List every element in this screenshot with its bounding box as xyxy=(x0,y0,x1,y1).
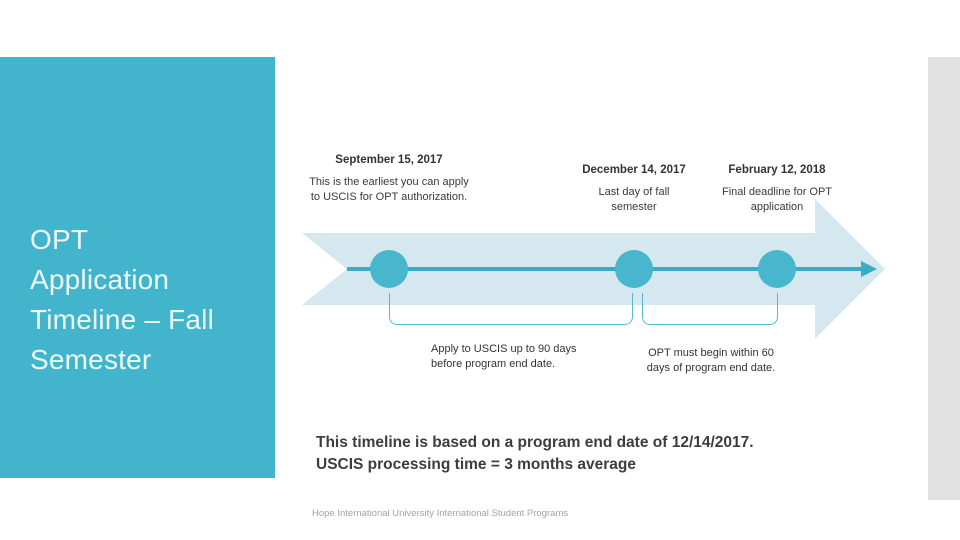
milestone-description: Final deadline for OPT application xyxy=(721,186,833,213)
milestone-description: This is the earliest you can apply to US… xyxy=(309,176,469,203)
milestone-date: February 12, 2018 xyxy=(728,164,826,176)
note-line-2: USCIS processing time = 3 months average xyxy=(316,455,637,473)
timeline-line-arrowhead-icon xyxy=(861,261,877,277)
bracket-label-begin-window: OPT must begin within 60 days of program… xyxy=(646,347,776,374)
right-gray-bar xyxy=(928,57,960,500)
title-line-1: OPT xyxy=(30,224,89,255)
milestone-dot-february xyxy=(758,250,796,288)
title-panel: OPT Application Timeline – Fall Semester xyxy=(0,57,275,478)
milestone-february: February 12, 2018 Final deadline for OPT… xyxy=(714,162,840,215)
milestone-date: December 14, 2017 xyxy=(582,164,686,176)
title-line-4: Semester xyxy=(30,344,152,375)
bracket-begin-window xyxy=(642,293,778,325)
milestone-december: December 14, 2017 Last day of fall semes… xyxy=(582,162,686,215)
note-text: This timeline is based on a program end … xyxy=(316,432,754,475)
milestone-september: September 15, 2017 This is the earliest … xyxy=(307,152,471,205)
milestone-description: Last day of fall semester xyxy=(598,186,670,213)
slide-title: OPT Application Timeline – Fall Semester xyxy=(30,220,214,380)
milestone-dot-december xyxy=(615,250,653,288)
timeline-band-notch xyxy=(302,233,347,305)
footer-text: Hope International University Internatio… xyxy=(312,508,569,519)
title-line-3: Timeline – Fall xyxy=(30,304,215,335)
bracket-apply-window xyxy=(389,293,633,325)
title-line-2: Application xyxy=(30,264,170,295)
milestone-dot-september xyxy=(370,250,408,288)
bracket-label-apply-window: Apply to USCIS up to 90 days before prog… xyxy=(431,343,577,370)
milestone-date: September 15, 2017 xyxy=(335,154,443,166)
note-line-1: This timeline is based on a program end … xyxy=(316,434,754,451)
timeline-line xyxy=(347,267,863,271)
